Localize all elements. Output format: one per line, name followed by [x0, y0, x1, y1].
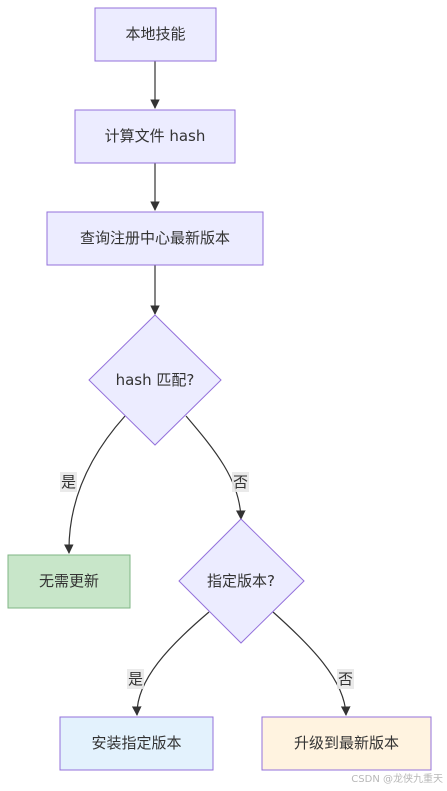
node-local-skill: 本地技能 — [94, 7, 217, 62]
node-compute-hash: 计算文件 hash — [74, 109, 236, 164]
edge-label-version-yes: 是 — [127, 669, 144, 689]
node-install-specified-box — [60, 717, 213, 770]
node-version-specified-label: 指定版本? — [207, 572, 275, 590]
node-compute-hash-box — [75, 110, 235, 163]
edge-label-version-no-text: 否 — [338, 670, 353, 688]
node-hash-match-border — [88, 314, 222, 446]
node-install-specified: 安装指定版本 — [59, 716, 214, 771]
node-query-registry-label: 查询注册中心最新版本 — [80, 229, 230, 247]
node-compute-hash-label: 计算文件 hash — [105, 127, 206, 145]
node-no-update: 无需更新 — [7, 554, 131, 609]
node-query-registry: 查询注册中心最新版本 — [46, 211, 264, 266]
node-no-update-box — [8, 555, 130, 608]
node-upgrade-latest-border — [261, 716, 432, 771]
node-upgrade-latest-label: 升级到最新版本 — [294, 734, 399, 752]
node-version-specified-border — [178, 518, 305, 644]
node-local-skill-label: 本地技能 — [125, 25, 185, 43]
node-local-skill-border — [94, 7, 217, 62]
node-no-update-border — [7, 554, 131, 609]
node-query-registry-border — [46, 211, 264, 266]
node-install-specified-border — [59, 716, 214, 771]
node-no-update-label: 无需更新 — [39, 572, 99, 590]
edge-label-match-no-text: 否 — [233, 473, 248, 491]
node-install-specified-label: 安装指定版本 — [91, 734, 181, 752]
edge-label-match-yes: 是 — [60, 472, 77, 492]
node-version-specified: 指定版本? — [178, 518, 305, 644]
edge-label-version-yes-text: 是 — [128, 670, 143, 688]
node-query-registry-box — [47, 212, 263, 265]
edge-hash-match-yes — [64, 415, 126, 554]
node-hash-match-label: hash 匹配? — [116, 371, 195, 389]
node-compute-hash-border — [74, 109, 236, 164]
node-local-skill-box — [95, 8, 216, 61]
watermark: CSDN @龙侠九重天 — [351, 774, 443, 785]
edge-version-yes — [131, 611, 210, 716]
node-upgrade-latest: 升级到最新版本 — [261, 716, 432, 771]
edge-label-match-yes-text: 是 — [61, 473, 76, 491]
edge-version-no — [272, 611, 351, 716]
edge-label-match-no: 否 — [232, 472, 249, 492]
node-upgrade-latest-box — [262, 717, 431, 770]
edge-hash-match-no — [185, 415, 246, 520]
edge-label-version-no: 否 — [337, 669, 354, 689]
node-hash-match: hash 匹配? — [88, 314, 222, 446]
